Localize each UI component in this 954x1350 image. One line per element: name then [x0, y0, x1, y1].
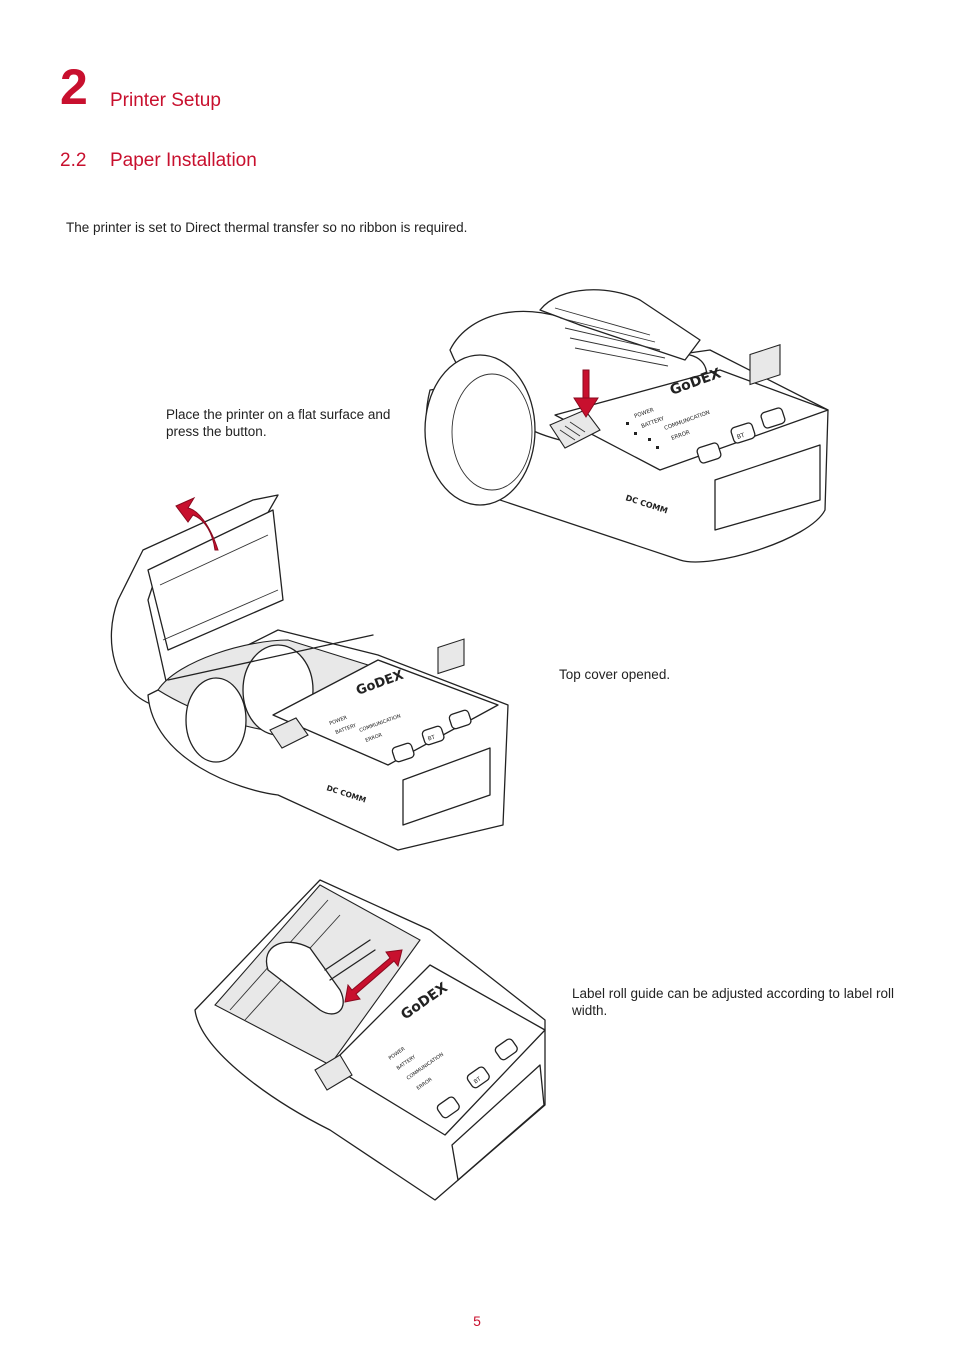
power-button	[391, 742, 415, 763]
power-button	[436, 1096, 460, 1119]
bt-button	[730, 422, 756, 444]
adjust-arrow-icon	[344, 949, 403, 1003]
feed-button	[494, 1038, 518, 1061]
page-number: 5	[473, 1313, 481, 1329]
bt-label: BT	[736, 432, 746, 441]
chapter-number: 2	[60, 59, 88, 115]
power-button	[696, 442, 722, 464]
caption-press-button: Place the printer on a flat surface and …	[166, 407, 391, 439]
caption-cover-opened: Top cover opened.	[559, 667, 671, 682]
figure-printer-closed: GoDEX POWER BATTERY COMMUNICATION ERROR …	[424, 289, 829, 563]
feed-button	[448, 709, 472, 730]
chapter-title: Printer Setup	[110, 90, 221, 111]
intro-text: The printer is set to Direct thermal tra…	[66, 220, 468, 235]
lcd-screen	[437, 638, 465, 675]
caption-roll-guide: Label roll guide can be adjusted accordi…	[572, 986, 894, 1018]
feed-button	[760, 407, 786, 429]
bt-label: BT	[427, 734, 436, 742]
indicator-error: ERROR	[365, 732, 384, 744]
open-arrow-icon	[175, 496, 219, 551]
section-title: Paper Installation	[110, 150, 257, 171]
cover-release-button	[549, 409, 601, 449]
bt-label: BT	[473, 1076, 483, 1085]
lcd-screen	[749, 344, 781, 386]
bt-button	[466, 1066, 490, 1089]
bt-button	[421, 725, 445, 746]
section-number: 2.2	[60, 150, 87, 171]
press-arrow-icon	[582, 369, 590, 401]
roll-guide	[265, 941, 344, 1015]
figure-printer-open: GoDEX POWER BATTERY COMMUNICATION ERROR …	[110, 494, 509, 851]
figure-roll-guide: GoDEX POWER BATTERY COMMUNICATION ERROR …	[194, 879, 546, 1201]
